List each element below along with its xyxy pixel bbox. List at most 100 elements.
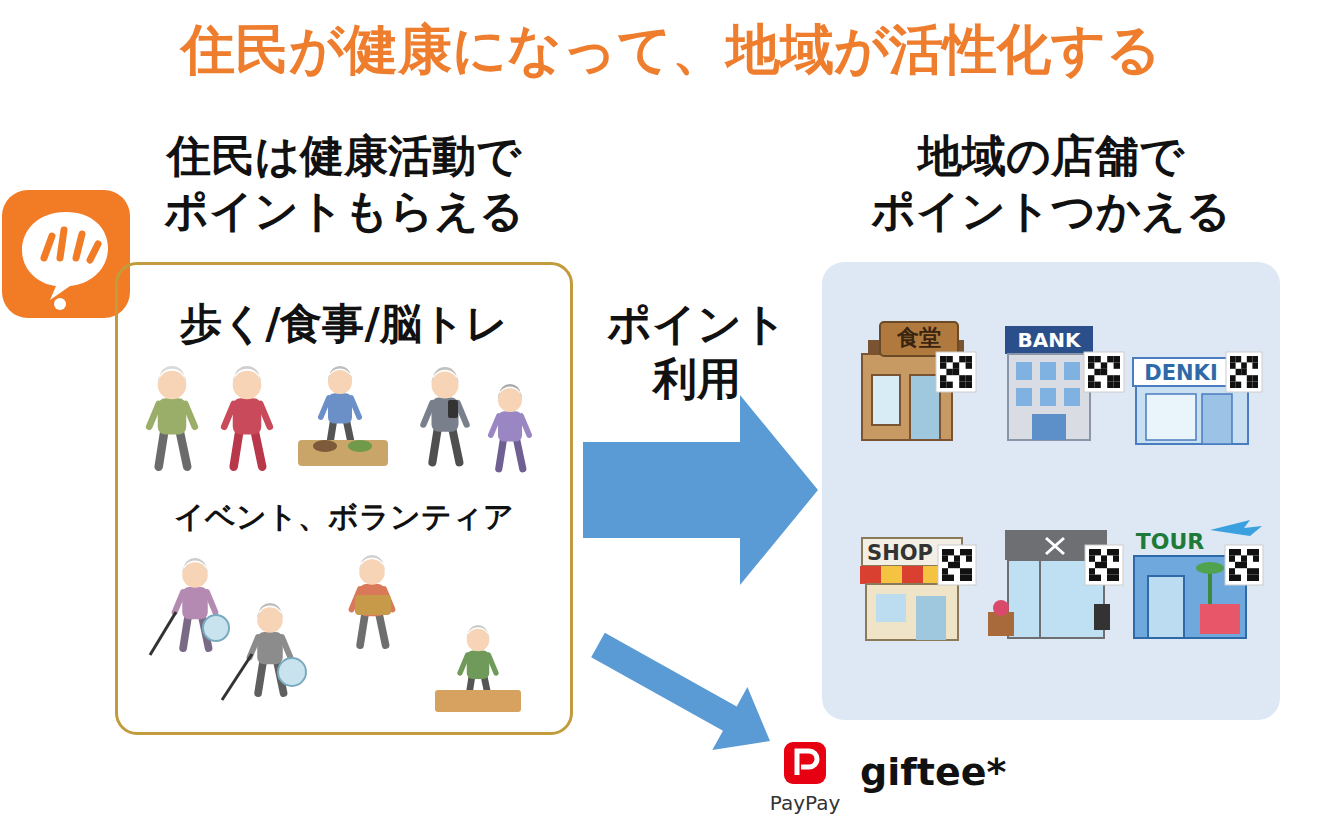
- qr-cell: [1241, 562, 1247, 568]
- qr-cell: [1088, 375, 1094, 381]
- person-arm: [185, 404, 195, 427]
- qr-cell: [1113, 568, 1119, 574]
- qr-cell: [966, 356, 972, 362]
- qr-cell: [1230, 382, 1236, 388]
- person-hair: [233, 366, 262, 383]
- bowl: [313, 440, 337, 452]
- qr-cell: [1101, 362, 1107, 368]
- qr-cell: [1253, 549, 1259, 555]
- person-head: [359, 559, 385, 585]
- qr-cell: [1252, 356, 1258, 362]
- qr-cell: [1247, 356, 1253, 362]
- qr-code: [936, 352, 976, 392]
- qr-cell: [948, 575, 954, 581]
- person-leg: [360, 613, 365, 645]
- qr-cell: [1235, 575, 1241, 581]
- qr-cell: [1230, 356, 1236, 362]
- title-text: 住民が健康になって、地域が活性化する: [0, 16, 1342, 84]
- person-hair: [467, 625, 490, 639]
- person-head: [233, 371, 262, 400]
- qr-cell: [1107, 575, 1113, 581]
- person-figure: [352, 555, 393, 645]
- qr-cell: [1236, 369, 1242, 375]
- palm-tree: [1208, 570, 1212, 604]
- person-arm: [149, 404, 159, 427]
- person-arm: [321, 398, 329, 417]
- person-arm: [491, 416, 499, 435]
- qr-cell: [960, 575, 966, 581]
- qr-cell: [966, 549, 972, 555]
- qr-bg: [936, 352, 976, 392]
- building: [1136, 386, 1248, 444]
- qr-cell: [953, 369, 959, 375]
- arrow-label: ポイント 利用: [592, 296, 802, 406]
- qr-cell: [948, 549, 954, 555]
- qr-cell: [1089, 575, 1095, 581]
- qr-cell: [1229, 549, 1235, 555]
- litter-picker: [150, 612, 176, 655]
- qr-cell: [1247, 568, 1253, 574]
- qr-cell: [1229, 568, 1235, 574]
- shop-panel: [822, 262, 1280, 720]
- person-head: [257, 607, 283, 633]
- person-head: [467, 629, 490, 652]
- brochure-rack: [1200, 604, 1240, 634]
- window: [1146, 394, 1196, 440]
- block-arrow: [591, 633, 770, 750]
- qr-cell: [1094, 356, 1100, 362]
- window: [1040, 388, 1056, 406]
- qr-cell: [1252, 375, 1258, 381]
- app-icon: [2, 190, 130, 318]
- qr-cell: [966, 362, 972, 368]
- person-arm: [175, 592, 184, 612]
- qr-code: [1226, 352, 1262, 392]
- qr-cell: [1114, 356, 1120, 362]
- window: [1016, 388, 1032, 406]
- app-icon-dot: [54, 298, 66, 310]
- window: [872, 375, 900, 425]
- qr-cell: [1229, 575, 1235, 581]
- qr-cell: [966, 382, 972, 388]
- qr-cell: [959, 356, 965, 362]
- qr-cell: [1089, 555, 1095, 561]
- app-icon-bubble: [22, 212, 108, 300]
- qr-cell: [1107, 549, 1113, 555]
- qr-cell: [1101, 369, 1107, 375]
- qr-bg: [938, 545, 976, 585]
- qr-cell: [940, 382, 946, 388]
- qr-cell: [942, 555, 948, 561]
- qr-cell: [1095, 575, 1101, 581]
- qr-cell: [1230, 375, 1236, 381]
- person-arm: [458, 403, 467, 425]
- shop-sign: DENKI: [1133, 360, 1229, 386]
- person-arm: [351, 398, 359, 417]
- qr-cell: [940, 375, 946, 381]
- qr-cell: [1089, 568, 1095, 574]
- person-leg: [180, 431, 188, 467]
- person-leg: [183, 616, 188, 648]
- qr-cell: [1236, 382, 1242, 388]
- qr-cell: [1113, 549, 1119, 555]
- app-icon-mark: [44, 230, 98, 260]
- qr-cell: [1088, 356, 1094, 362]
- person-figure: [321, 366, 359, 451]
- door: [916, 596, 946, 640]
- qr-bg: [1226, 352, 1262, 392]
- activity-box: 住民は健康活動で ポイントもらえる歩く/食事/脳トレイベント、ボランティア: [115, 128, 573, 735]
- qr-cell: [1247, 549, 1253, 555]
- qr-cell: [1094, 382, 1100, 388]
- payment-logos: PayPaygiftee*: [760, 735, 1020, 827]
- person-leg: [499, 438, 504, 468]
- qr-cell: [1101, 562, 1107, 568]
- bank-band: [1005, 326, 1093, 354]
- signboard: [1094, 604, 1110, 630]
- qr-cell: [1114, 362, 1120, 368]
- person-body: [257, 632, 283, 664]
- qr-cell: [1247, 382, 1253, 388]
- person-figure: [149, 366, 195, 467]
- person-head: [328, 370, 352, 394]
- person-arm: [489, 655, 497, 673]
- cutting-board: [435, 690, 521, 712]
